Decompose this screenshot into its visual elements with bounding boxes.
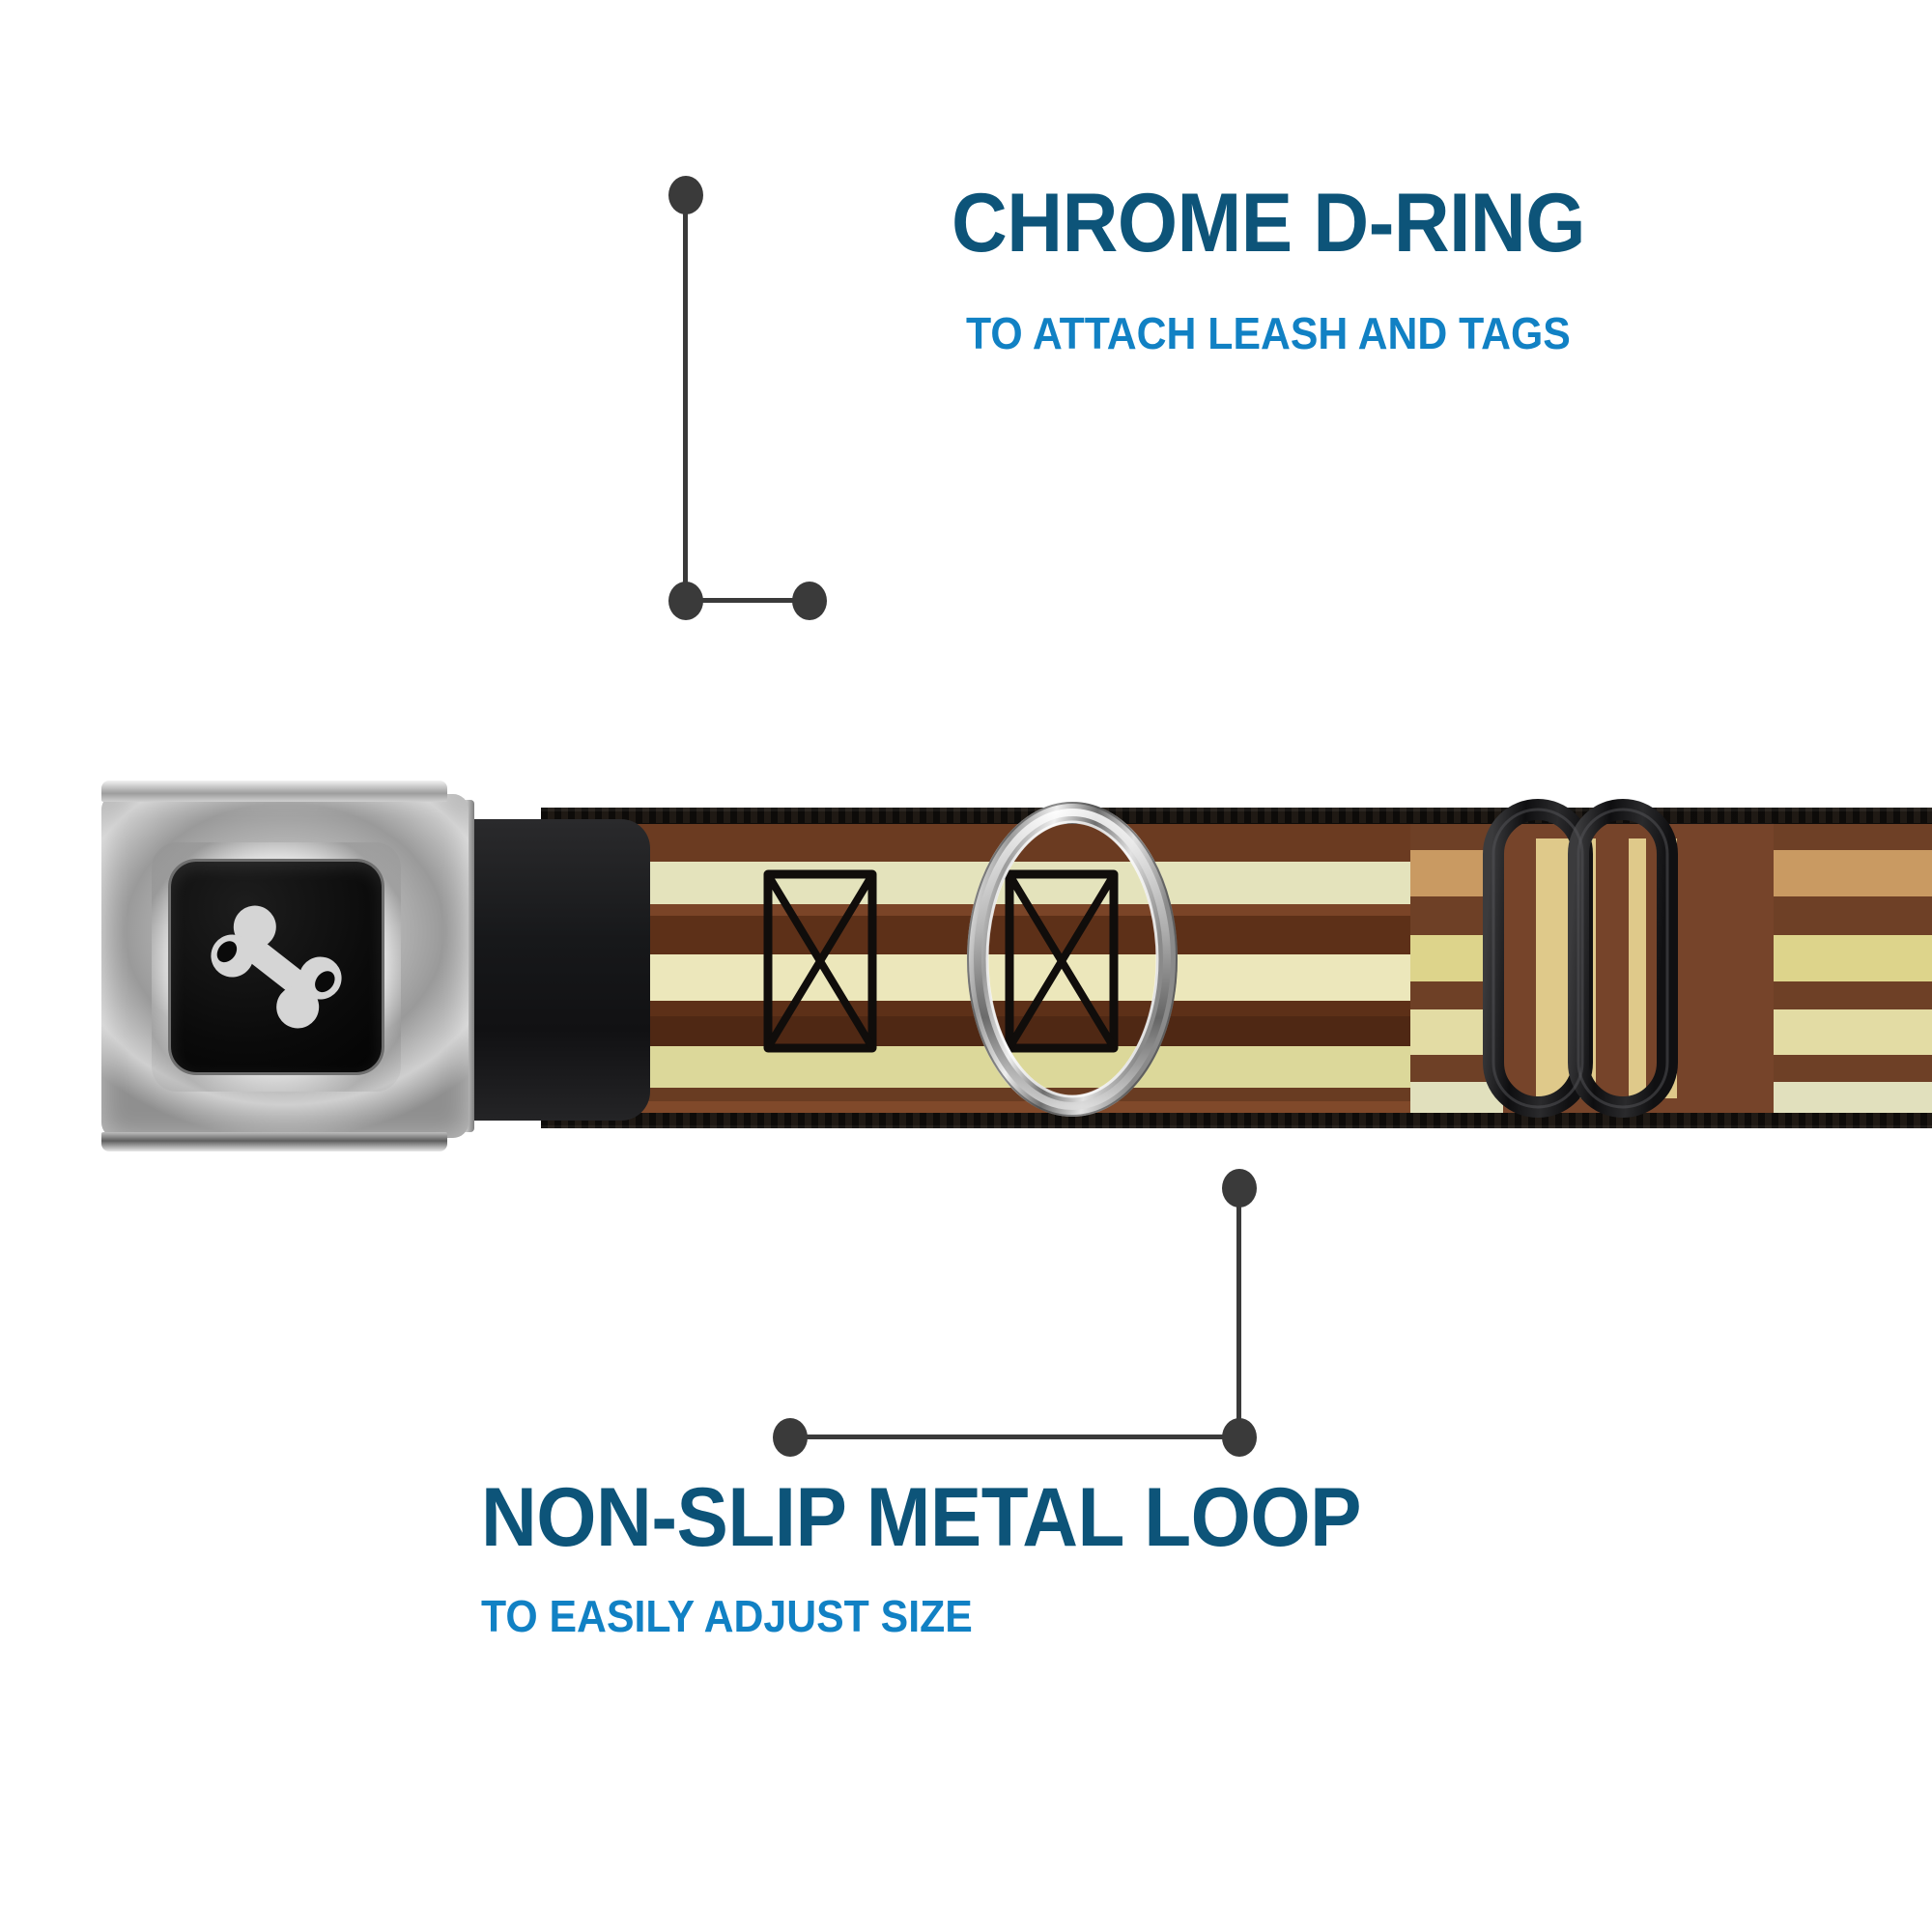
chrome-d-ring[interactable] (961, 800, 1183, 1119)
strap-black-end (467, 819, 650, 1121)
callout-title-non-slip-metal-loop: NON-SLIP METAL LOOP (481, 1471, 1361, 1564)
leader-dot-target-d-ring (792, 582, 827, 620)
strap-fold-bar-2 (1629, 838, 1646, 1098)
dog-bone-icon (211, 905, 342, 1029)
callout-title-chrome-d-ring: CHROME D-RING (952, 177, 1585, 270)
buckle-black-inset (171, 862, 382, 1072)
callout-subtitle-non-slip-metal-loop: TO EASILY ADJUST SIZE (481, 1591, 973, 1641)
strap-selvage-bottom (541, 1113, 1932, 1128)
non-slip-metal-loop[interactable] (1478, 794, 1700, 1122)
dog-collar-product (0, 753, 1932, 1179)
buckle-rim-top (101, 781, 447, 802)
leader-line-horizontal-d-ring (686, 598, 811, 603)
buckle-rim-bottom (101, 1132, 447, 1151)
leader-line-vertical-metal-loop (1236, 1196, 1241, 1439)
leader-dot-target-metal-loop (773, 1418, 808, 1457)
x-box-stitch-2 (1005, 869, 1119, 1053)
seatbelt-buckle[interactable] (101, 773, 650, 1159)
leader-line-vertical-d-ring (683, 203, 688, 601)
callout-subtitle-chrome-d-ring: TO ATTACH LEASH AND TAGS (966, 308, 1571, 358)
x-box-stitch-1 (763, 869, 877, 1053)
leader-line-horizontal-metal-loop (790, 1435, 1236, 1439)
strap-selvage-top (541, 808, 1932, 823)
